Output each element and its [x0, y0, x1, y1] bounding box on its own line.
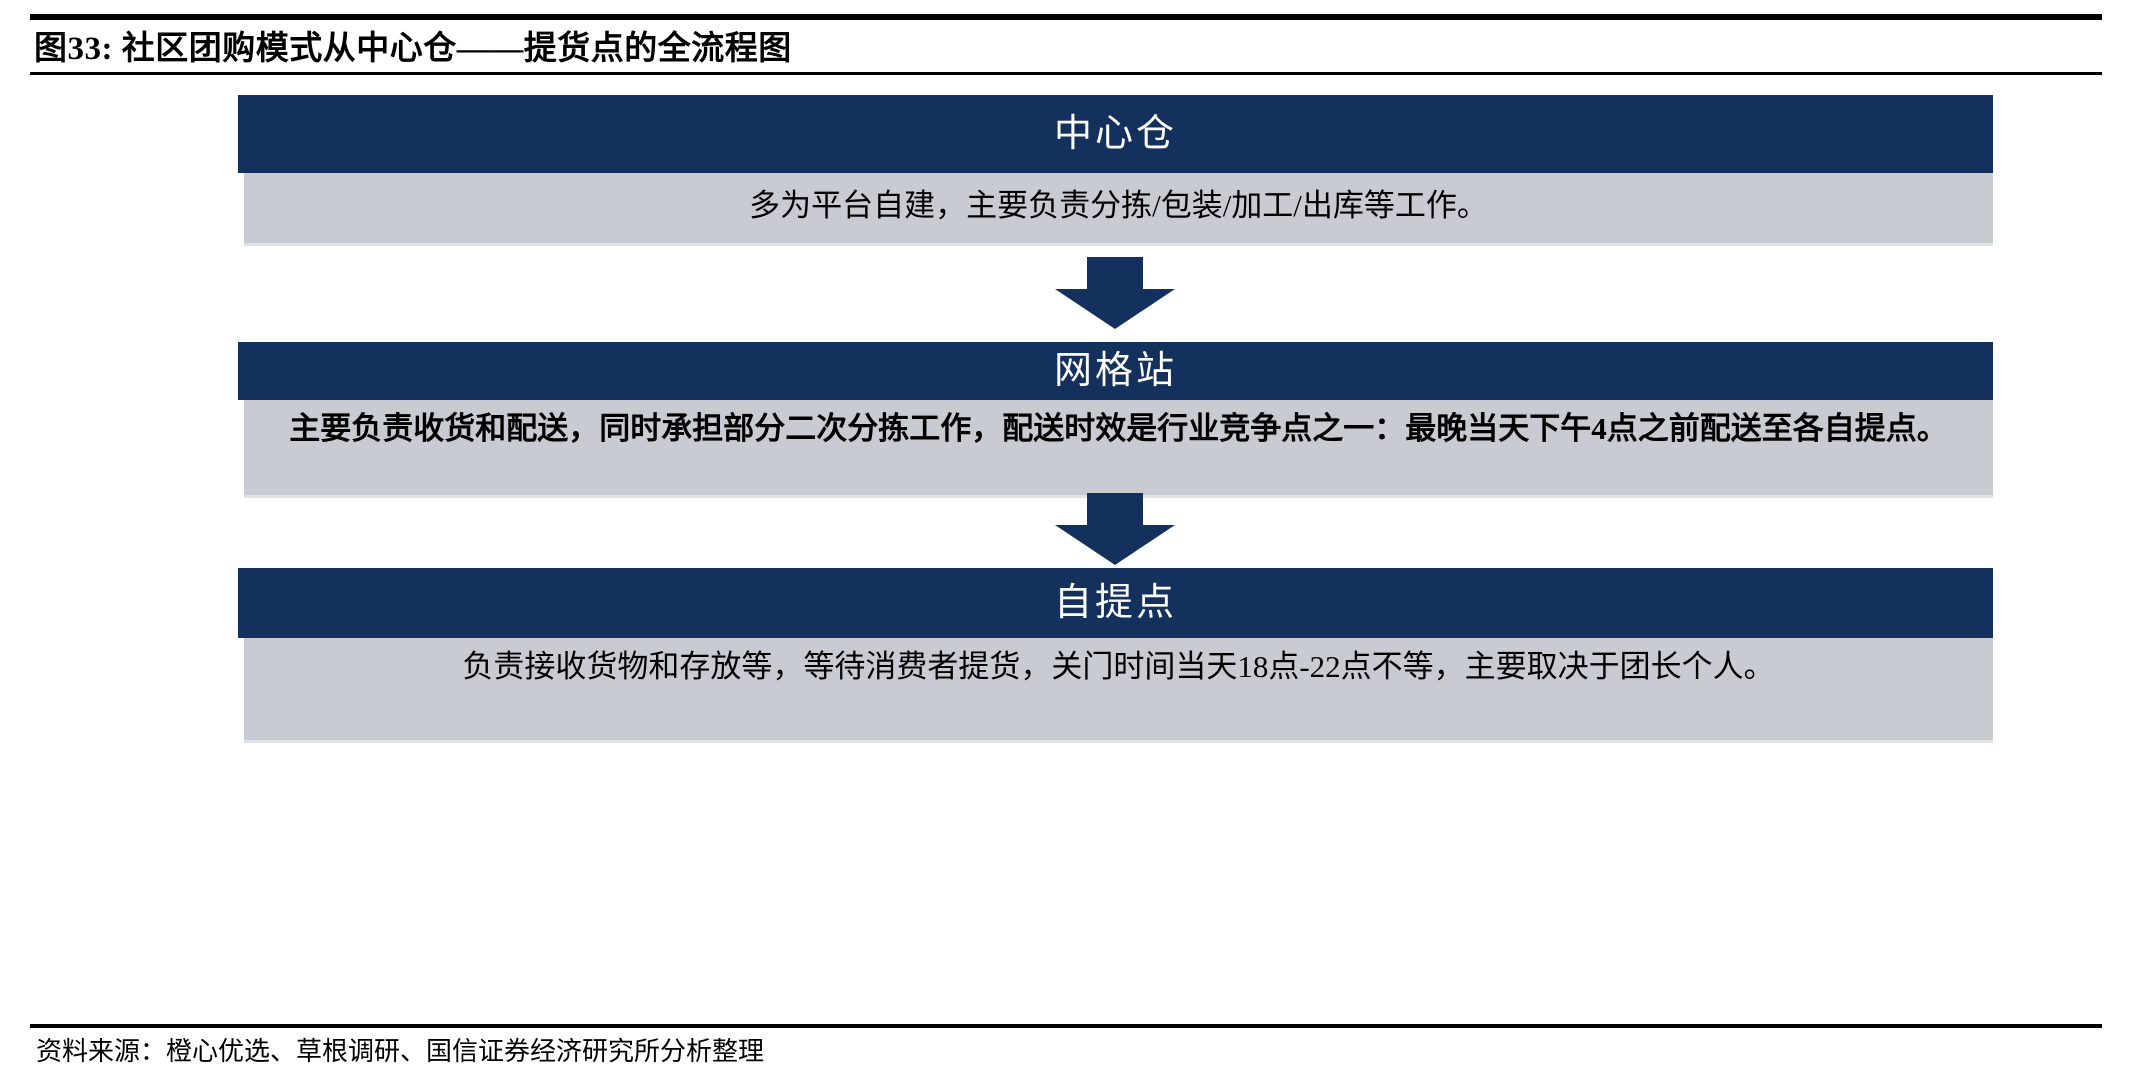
flow-stage-grid-station: 网格站 主要负责收货和配送，同时承担部分二次分拣工作，配送时效是行业竞争点之一：… — [238, 342, 1993, 498]
down-arrow-icon — [1035, 493, 1195, 565]
stage-body-text: 多为平台自建，主要负责分拣/包装/加工/出库等工作。 — [244, 173, 1993, 246]
figure-title: 图33: 社区团购模式从中心仓——提货点的全流程图 — [34, 31, 792, 67]
stage-body-text: 主要负责收货和配送，同时承担部分二次分拣工作，配送时效是行业竞争点之一：最晚当天… — [244, 400, 1993, 498]
title-underline-divider — [30, 72, 2102, 75]
stage-header-label: 自提点 — [238, 568, 1993, 638]
flow-stage-pickup-point: 自提点 负责接收货物和存放等，等待消费者提货，关门时间当天18点-22点不等，主… — [238, 568, 1993, 743]
bottom-rule-divider — [30, 1024, 2102, 1028]
stage-body-text: 负责接收货物和存放等，等待消费者提货，关门时间当天18点-22点不等，主要取决于… — [244, 638, 1993, 743]
flow-stage-central-warehouse: 中心仓 多为平台自建，主要负责分拣/包装/加工/出库等工作。 — [238, 95, 1993, 246]
stage-header-label: 中心仓 — [238, 95, 1993, 173]
stage-header-label: 网格站 — [238, 342, 1993, 400]
top-rule-divider — [30, 14, 2102, 20]
source-note: 资料来源：橙心优选、草根调研、国信证券经济研究所分析整理 — [36, 1037, 765, 1066]
flow-diagram: 中心仓 多为平台自建，主要负责分拣/包装/加工/出库等工作。 网格站 主要负责收… — [0, 95, 2132, 965]
down-arrow-icon — [1035, 257, 1195, 329]
